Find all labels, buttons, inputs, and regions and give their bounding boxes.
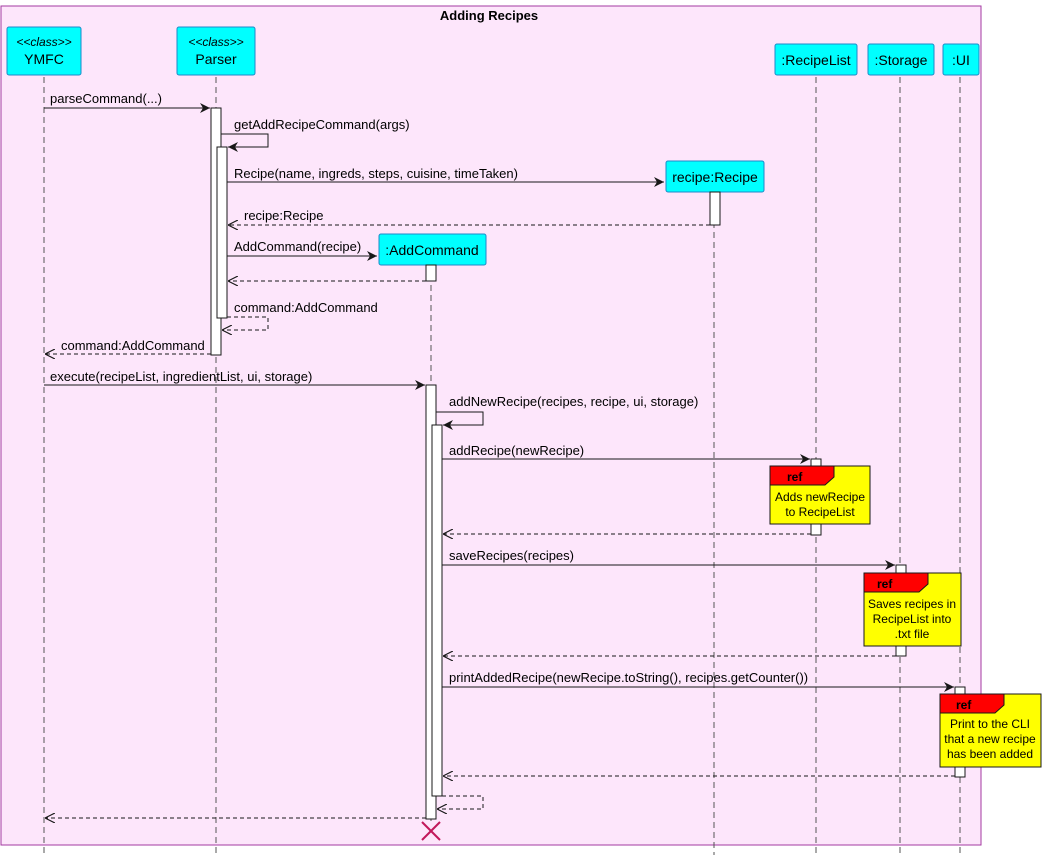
participant-ymfc: <<class>> YMFC (6, 26, 82, 76)
activation-parser-inner (216, 146, 228, 319)
participant-ui: :UI (942, 43, 980, 76)
participant-recipelist: :RecipeList (774, 43, 858, 76)
svg-text:ref: ref (956, 698, 972, 712)
message-printaddedrecipe-label: printAddedRecipe(newRecipe.toString(), r… (449, 670, 808, 685)
ref-box-recipelist: ref Adds newRecipe to RecipeList (769, 465, 871, 525)
svg-text:recipe:Recipe: recipe:Recipe (672, 169, 758, 185)
message-addnewrecipe-self-return-arrow (437, 795, 484, 809)
ref-box-ui: ref Print to the CLI that a new recipe h… (939, 693, 1042, 768)
svg-text:Saves recipes in: Saves recipes in (868, 597, 956, 611)
svg-text:RecipeList into: RecipeList into (873, 612, 952, 626)
svg-text:.txt file: .txt file (895, 627, 930, 641)
svg-text:that a new recipe: that a new recipe (944, 732, 1036, 746)
activation-addcommand-inner (431, 424, 443, 797)
participant-addcommand: :AddCommand (378, 233, 487, 266)
message-command-return-label: command:AddCommand (61, 338, 205, 353)
svg-text:Print to the CLI: Print to the CLI (950, 717, 1030, 731)
message-execute-label: execute(recipeList, ingredientList, ui, … (50, 369, 312, 384)
participant-parser: <<class>> Parser (176, 26, 256, 76)
diagram-frame (0, 5, 982, 846)
svg-text:YMFC: YMFC (24, 51, 64, 67)
message-parsecommand-label: parseCommand(...) (50, 91, 162, 106)
svg-text:<<class>>: <<class>> (188, 35, 243, 49)
message-command-self-return-arrow (222, 316, 269, 330)
frame-title: Adding Recipes (440, 8, 538, 23)
message-getaddrecipecommand-arrow (221, 133, 269, 152)
message-recipe-return-label: recipe:Recipe (244, 208, 324, 223)
participant-recipe: recipe:Recipe (665, 160, 765, 193)
svg-text:ref: ref (787, 470, 803, 484)
message-getaddrecipecommand-label: getAddRecipeCommand(args) (234, 117, 410, 132)
svg-text::RecipeList: :RecipeList (781, 52, 850, 68)
message-addrecipe-label: addRecipe(newRecipe) (449, 443, 584, 458)
destroy-marker-icon (421, 821, 441, 841)
message-addnewrecipe-label: addNewRecipe(recipes, recipe, ui, storag… (449, 394, 698, 409)
svg-text:Parser: Parser (195, 51, 237, 67)
svg-text::AddCommand: :AddCommand (385, 242, 478, 258)
message-addnewrecipe-arrow (436, 411, 484, 430)
message-command-self-return-label: command:AddCommand (234, 300, 378, 315)
svg-text::Storage: :Storage (875, 52, 928, 68)
message-recipe-ctor-label: Recipe(name, ingreds, steps, cuisine, ti… (234, 166, 518, 181)
svg-text:to RecipeList: to RecipeList (785, 505, 855, 519)
activation-recipe (709, 191, 721, 226)
message-saverecipes-label: saveRecipes(recipes) (449, 548, 574, 563)
svg-text::UI: :UI (952, 52, 970, 68)
participant-storage: :Storage (867, 43, 935, 76)
svg-text:ref: ref (877, 577, 893, 591)
svg-text:Adds newRecipe: Adds newRecipe (775, 490, 865, 504)
ref-box-storage: ref Saves recipes in RecipeList into .tx… (863, 572, 962, 647)
activation-addcommand-ctor (425, 264, 437, 282)
svg-text:<<class>>: <<class>> (16, 35, 71, 49)
message-addcommand-ctor-label: AddCommand(recipe) (234, 239, 361, 254)
svg-text:has been added: has been added (947, 747, 1033, 761)
